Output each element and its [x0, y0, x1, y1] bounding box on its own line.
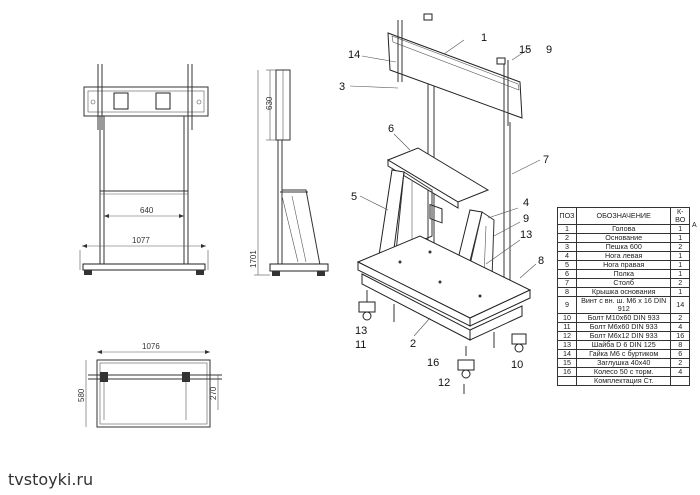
cell-pos: 8	[557, 287, 577, 297]
callout-11: 11	[355, 339, 366, 351]
exploded-view	[349, 13, 541, 394]
top-view: 1076 580 270	[77, 342, 222, 428]
callout-15: 15	[519, 44, 531, 56]
callout-10: 10	[511, 359, 523, 371]
callout-2: 2	[410, 338, 416, 350]
table-marker: А	[692, 222, 697, 229]
callout-9-side: 9	[523, 213, 529, 225]
callout-5: 5	[351, 191, 357, 203]
site-watermark: tvstoyki.ru	[8, 470, 94, 489]
cell-qty: 14	[670, 296, 690, 314]
header-qty: К-ВО	[670, 207, 690, 225]
callout-6: 6	[388, 123, 394, 135]
dim-front-1077: 1077	[132, 236, 150, 245]
cell-qty: 1	[670, 287, 690, 297]
cell-name: Винт с вн. ш. М6 х 16 DIN 912	[575, 296, 672, 314]
callout-1: 1	[481, 32, 487, 44]
front-view: 640 1077	[79, 64, 209, 275]
side-view: 630 1701	[249, 69, 329, 276]
cell-qty: 4	[670, 367, 690, 377]
callout-4: 4	[523, 197, 529, 209]
dim-side-630: 630	[265, 96, 274, 110]
cell-pos: 9	[557, 296, 577, 314]
cell-qty	[670, 376, 690, 386]
callouts: 1 2 3 4 5 6 7 8 9 9 10 11 12 13 13 14 15…	[339, 32, 552, 389]
callout-13-right: 13	[520, 229, 532, 241]
caster-right	[493, 332, 527, 353]
callout-3: 3	[339, 81, 345, 93]
callout-7: 7	[543, 154, 549, 166]
header-pos: ПОЗ	[557, 207, 577, 225]
dim-top-580: 580	[77, 388, 86, 402]
cell-name: Комплектация Ст.	[575, 376, 672, 386]
callout-13-left: 13	[355, 325, 367, 337]
callout-8: 8	[538, 255, 544, 267]
caster-left	[358, 290, 395, 322]
table-header-row: ПОЗ ОБОЗНАЧЕНИЕ К-ВО	[557, 207, 690, 225]
table-row: Комплектация Ст.	[557, 376, 690, 386]
callout-9-top: 9	[546, 44, 552, 56]
caster-center	[457, 346, 475, 394]
cell-pos	[557, 376, 577, 386]
cell-pos: 16	[557, 367, 577, 377]
dim-top-1076: 1076	[142, 342, 160, 351]
callout-14: 14	[348, 49, 360, 61]
header-name: ОБОЗНАЧЕНИЕ	[575, 207, 672, 225]
dim-side-1701: 1701	[249, 250, 258, 268]
dim-top-270: 270	[209, 386, 218, 400]
callout-12: 12	[438, 377, 450, 389]
dim-front-640: 640	[140, 206, 154, 215]
callout-16: 16	[427, 357, 439, 369]
